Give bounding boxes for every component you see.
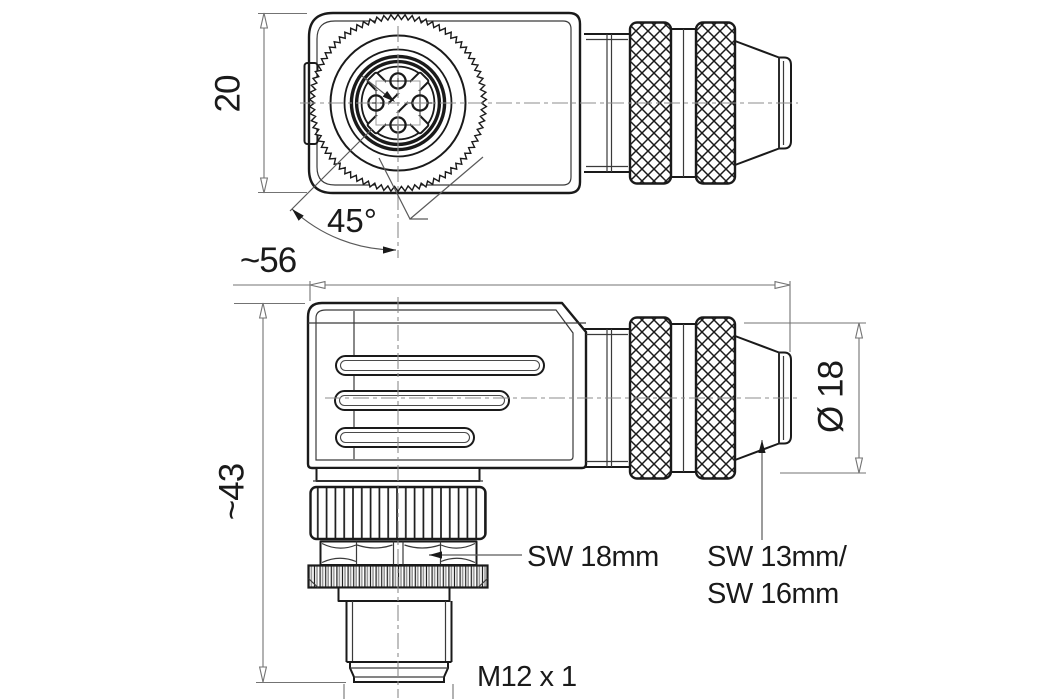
dimension-width: ~56 <box>233 241 791 352</box>
housing-grip-grooves <box>334 355 545 448</box>
thread-label: M12 x 1 <box>477 661 577 693</box>
outlet-direction-mark <box>378 156 484 220</box>
dim-width-label: ~56 <box>240 241 296 280</box>
dimension-length: ~43 <box>213 302 346 684</box>
front-view: 20 ~56 45° <box>209 11 798 352</box>
dimension-diameter: Ø 18 <box>744 322 866 474</box>
gland-wrench-label-line2: SW 16mm <box>707 578 839 610</box>
dim-length-label: ~43 <box>213 464 252 520</box>
dim-diameter-label: Ø 18 <box>812 361 851 433</box>
dimension-height: 20 <box>209 12 307 194</box>
hex-wrench-callout: SW 18mm <box>429 541 659 573</box>
dim-angle-label: 45° <box>327 202 377 239</box>
gland-wrench-callout: SW 13mm/ SW 16mm <box>707 440 848 610</box>
side-housing-body <box>306 301 588 470</box>
gland-wrench-label-line1: SW 13mm/ <box>707 541 848 573</box>
side-view: ~43 Ø 18 SW 18mm SW 13mm/ SW 16mm M12 x … <box>213 297 866 699</box>
hex-wrench-label: SW 18mm <box>527 541 659 573</box>
dim-height-label: 20 <box>209 75 248 112</box>
m12-thread <box>345 601 453 683</box>
